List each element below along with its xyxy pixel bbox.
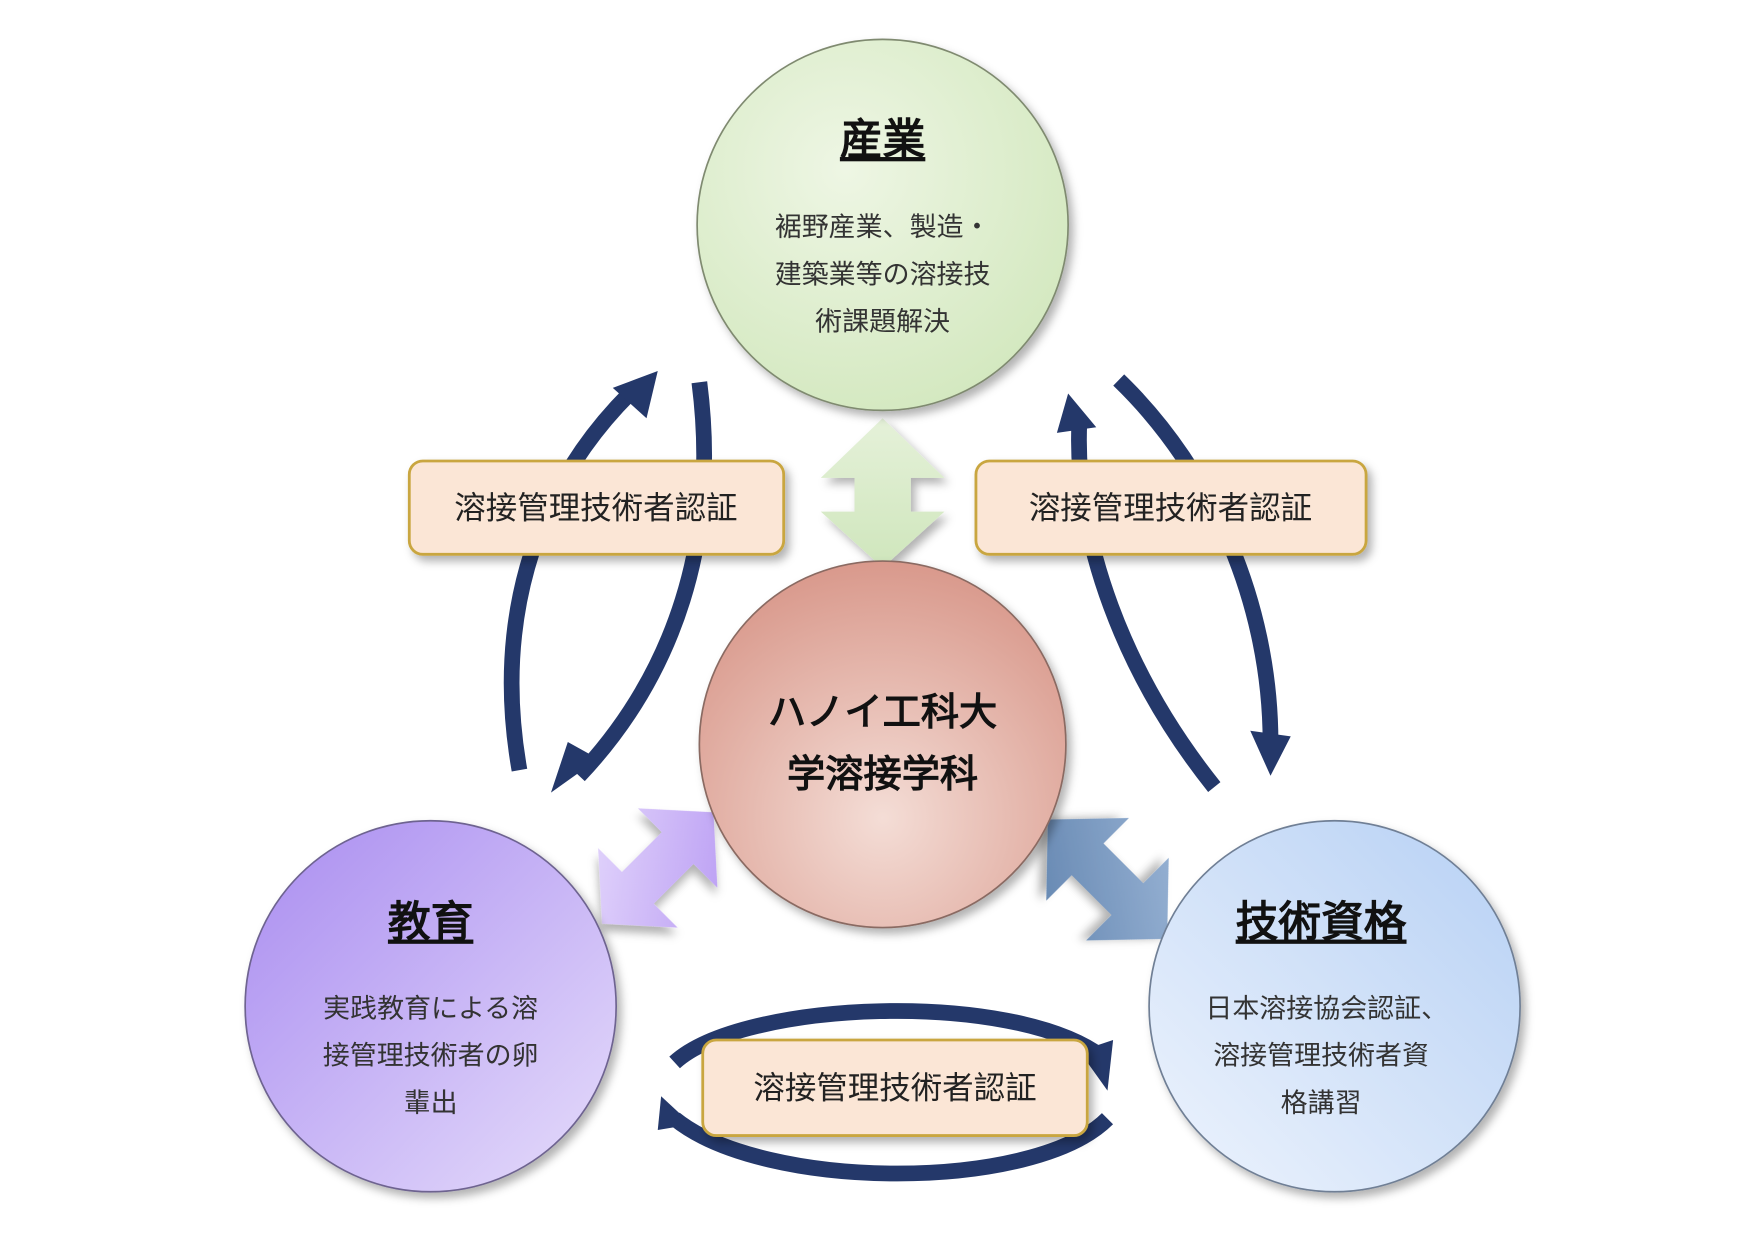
arrow-education-to-industry — [503, 387, 636, 772]
double-arrow-industry-center — [820, 418, 945, 568]
center-text: ハノイ工科大 — [768, 691, 997, 735]
node-text: 溶接管理技術者資 — [1213, 1041, 1429, 1072]
arrowhead — [1056, 393, 1097, 433]
arrowhead — [612, 371, 658, 419]
arrowhead — [657, 1096, 692, 1130]
node-title: 教育 — [388, 898, 473, 948]
node-qualification: 技術資格 日本溶接協会認証、 溶接管理技術者資 格講習 — [1148, 819, 1521, 1193]
node-text: 実践教育による溶 — [323, 994, 538, 1025]
label-text: 溶接管理技術者認証 — [753, 1070, 1036, 1106]
node-text: 輩出 — [404, 1088, 458, 1119]
node-industry: 産業 裾野産業、製造・ 建築業等の溶接技 術課題解決 — [696, 38, 1069, 412]
node-text: 格講習 — [1281, 1088, 1362, 1119]
double-arrow-education-center — [598, 808, 718, 928]
node-text: 裾野産業、製造・ — [775, 212, 991, 243]
node-title: 産業 — [840, 115, 926, 165]
node-text: 術課題解決 — [815, 307, 950, 338]
double-arrow-qualification-center — [1046, 818, 1169, 941]
node-center: ハノイ工科大 学溶接学科 — [698, 560, 1067, 929]
arrow-bottom-lower — [669, 1112, 1114, 1182]
node-text: 建築業等の溶接技 — [775, 259, 991, 290]
center-text: 学溶接学科 — [787, 753, 978, 797]
label-text: 溶接管理技術者認証 — [454, 490, 737, 526]
node-education: 教育 実践教育による溶 接管理技術者の卵 輩出 — [244, 819, 618, 1193]
arrowhead — [1250, 730, 1291, 776]
label-right: 溶接管理技術者認証 — [974, 459, 1368, 556]
node-title: 技術資格 — [1236, 898, 1408, 948]
node-text: 接管理技術者の卵 — [323, 1041, 539, 1072]
label-left: 溶接管理技術者認証 — [407, 459, 786, 556]
node-text: 日本溶接協会認証、 — [1205, 994, 1448, 1025]
arrow-industry-to-education — [573, 381, 712, 782]
label-text: 溶接管理技術者認証 — [1029, 490, 1312, 526]
arrowhead — [550, 742, 599, 793]
label-bottom: 溶接管理技術者認証 — [701, 1038, 1089, 1137]
